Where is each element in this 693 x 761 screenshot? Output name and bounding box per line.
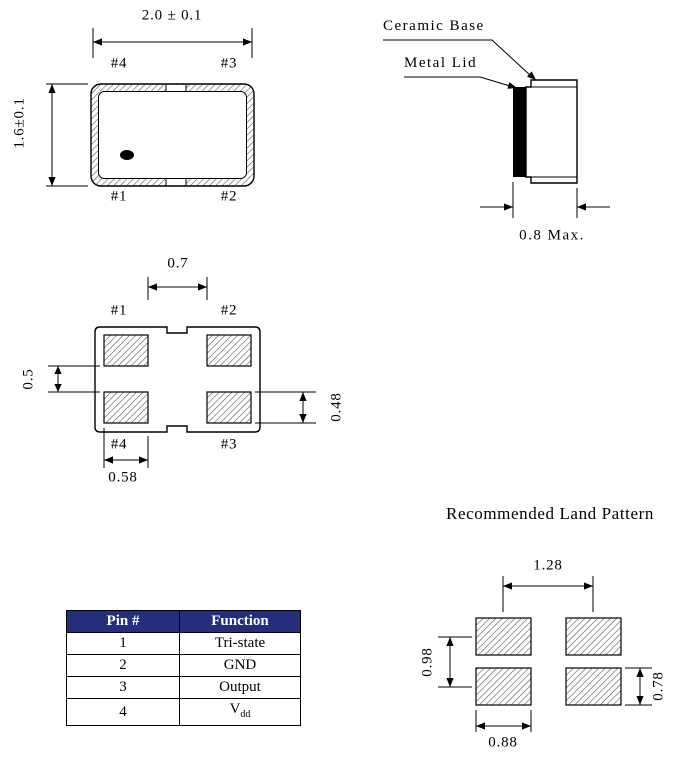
pad-pitch-dim-label: 0.7: [167, 255, 189, 272]
pin-number-cell: 2: [66, 654, 180, 677]
ceramic-base-label: Ceramic Base: [383, 18, 485, 34]
dim-0-58-lines: [103, 428, 149, 468]
pad-2: [206, 334, 252, 367]
pad-gap-dim-label: 0.5: [20, 368, 37, 390]
bottom-view-pin1-label: #1: [110, 302, 128, 319]
pin1-marker-dot: [120, 150, 134, 160]
pad-1: [103, 334, 149, 367]
top-width-dim-label: 2.0 ± 0.1: [141, 7, 203, 24]
ceramic-base-shape: [525, 79, 578, 184]
dim-1-28-lines: [502, 576, 594, 612]
pin-table-header-row: Pin # Function: [66, 610, 301, 633]
width-dimension-lines: [92, 28, 253, 58]
dim-0-88-lines: [475, 710, 532, 732]
thickness-dim-label: 0.8 Max.: [519, 227, 585, 244]
table-row: 3 Output: [66, 676, 301, 699]
pad-3: [206, 391, 252, 424]
dim-0-5-lines: [48, 365, 100, 393]
land-vertical-pitch-label: 0.98: [419, 647, 436, 677]
vdd-subscript: dd: [240, 709, 251, 720]
table-row: 2 GND: [66, 654, 301, 677]
metal-lid-leader-line: [404, 76, 511, 87]
ceramic-base-leader-arrowhead: [527, 71, 536, 80]
land-pattern: [438, 576, 652, 732]
pad-height-dim-label: 0.48: [328, 392, 345, 422]
top-view-pin1-label: #1: [110, 188, 128, 205]
pin-number-cell: 4: [66, 698, 180, 726]
land-pad-width-label: 0.88: [488, 734, 518, 751]
top-view: [46, 28, 255, 187]
pin-function-cell: Output: [179, 676, 301, 699]
dim-0-78-lines: [625, 667, 652, 706]
height-dimension-lines: [46, 83, 88, 187]
bottom-view-pin3-label: #3: [220, 436, 238, 453]
pad-width-dim-label: 0.58: [108, 469, 138, 486]
pin-number-cell: 3: [66, 676, 180, 699]
table-row: 1 Tri-state: [66, 632, 301, 655]
pin-number-cell: 1: [66, 632, 180, 655]
table-row: 4 Vdd: [66, 698, 301, 726]
bottom-view: [48, 277, 316, 468]
pin-function-cell: GND: [179, 654, 301, 677]
land-pattern-title: Recommended Land Pattern: [446, 504, 654, 523]
bottom-view-pin4-label: #4: [110, 436, 128, 453]
land-pad-top-left: [475, 617, 532, 656]
land-horizontal-pitch-label: 1.28: [533, 557, 563, 574]
side-view: [383, 39, 610, 218]
pad-4: [103, 391, 149, 424]
land-pad-top-right: [565, 617, 622, 656]
dim-0-48-lines: [255, 391, 316, 424]
land-pad-bottom-left: [475, 667, 532, 706]
metal-lid-shape: [513, 87, 526, 177]
metal-lid-label: Metal Lid: [404, 55, 478, 71]
function-column-header: Function: [179, 610, 301, 633]
top-height-dim-label: 1.6±0.1: [11, 97, 28, 149]
ceramic-base-leader-line: [383, 39, 532, 77]
top-view-pin3-label: #3: [220, 55, 238, 72]
top-view-pin4-label: #4: [110, 55, 128, 72]
pin-function-cell: Tri-state: [179, 632, 301, 655]
dim-0-98-lines: [438, 636, 472, 688]
pin-function-cell: Vdd: [179, 698, 301, 726]
land-pad-bottom-right: [565, 667, 622, 706]
bottom-view-pin2-label: #2: [220, 302, 238, 319]
dim-0-7-lines: [147, 277, 208, 300]
land-pad-height-label: 0.78: [650, 671, 667, 701]
package-inner-cavity: [98, 91, 247, 179]
pin-function-table: Pin # Function 1 Tri-state 2 GND 3 Outpu…: [66, 610, 301, 726]
pin-column-header: Pin #: [66, 610, 180, 633]
vdd-base: V: [229, 701, 241, 717]
thickness-dimension-lines: [480, 182, 610, 218]
top-view-pin2-label: #2: [220, 188, 238, 205]
